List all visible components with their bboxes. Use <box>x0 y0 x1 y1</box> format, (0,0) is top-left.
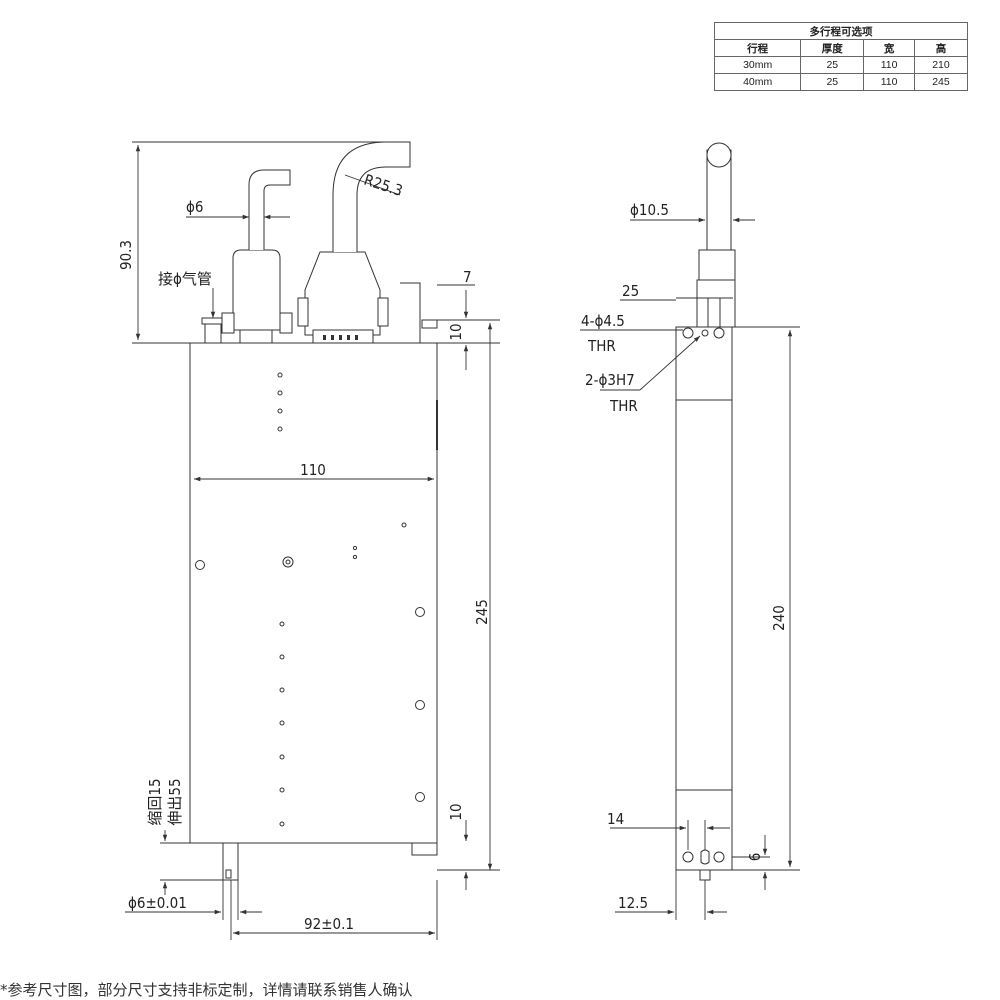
dim-edge: 12.5 <box>618 894 648 912</box>
dim-bend-radius: R25.3 <box>362 171 405 200</box>
side-body <box>675 326 733 871</box>
dim-tube: ϕ6 <box>186 198 203 216</box>
hole-1-thr: THR <box>587 337 616 355</box>
dim-bottom-margin: 10 <box>447 803 465 820</box>
front-view <box>189 141 438 881</box>
hole-2-spec: 2-ϕ3H7 <box>585 371 635 389</box>
table-cell: 25 <box>800 73 865 91</box>
front-body <box>189 342 438 844</box>
dim-hole-pitch: 14 <box>607 810 624 828</box>
dim-top-margin: 10 <box>447 323 465 340</box>
dim-width: 110 <box>300 461 326 479</box>
dim-cable: ϕ10.5 <box>630 201 669 219</box>
front-dimensions <box>125 141 500 940</box>
dim-hole-offset: 6 <box>746 853 764 862</box>
dim-shaft-pos: 92±0.1 <box>304 915 354 933</box>
air-fitting <box>204 322 222 344</box>
dsub-pins <box>323 335 358 340</box>
air-label: 接ϕ气管 <box>158 270 212 288</box>
stroke-retract: 缩回15 <box>146 778 164 825</box>
dim-shaft: ϕ6±0.01 <box>128 894 187 912</box>
dsub-connector <box>304 251 381 336</box>
dim-thickness: 25 <box>622 282 639 300</box>
front-holes <box>195 372 425 827</box>
table-cell: 110 <box>863 73 915 91</box>
left-connector <box>232 249 281 331</box>
table-cell: 40mm <box>713 73 802 91</box>
footnote: *参考尺寸图，部分尺寸支持非标定制，详情请联系销售人确认 <box>0 981 413 999</box>
dim-height: 245 <box>473 599 491 625</box>
table-cell: 210 <box>913 56 969 74</box>
hole-2-thr: THR <box>609 397 638 415</box>
dim-height-total: 90.3 <box>117 240 135 270</box>
left-tube <box>248 169 291 250</box>
table-row: 40mm 25 110 245 <box>713 73 969 91</box>
side-view <box>675 142 736 881</box>
stroke-extend: 伸出55 <box>166 778 184 825</box>
dim-top-offset: 7 <box>463 268 472 286</box>
side-dimensions <box>580 217 800 920</box>
table-cell: 245 <box>913 73 969 91</box>
options-table: 多行程可选项 行程 厚度 宽 高 30mm 25 110 210 40mm 25… <box>713 22 969 91</box>
hole-1-spec: 4-ϕ4.5 <box>581 312 625 330</box>
dim-length: 240 <box>770 605 788 631</box>
